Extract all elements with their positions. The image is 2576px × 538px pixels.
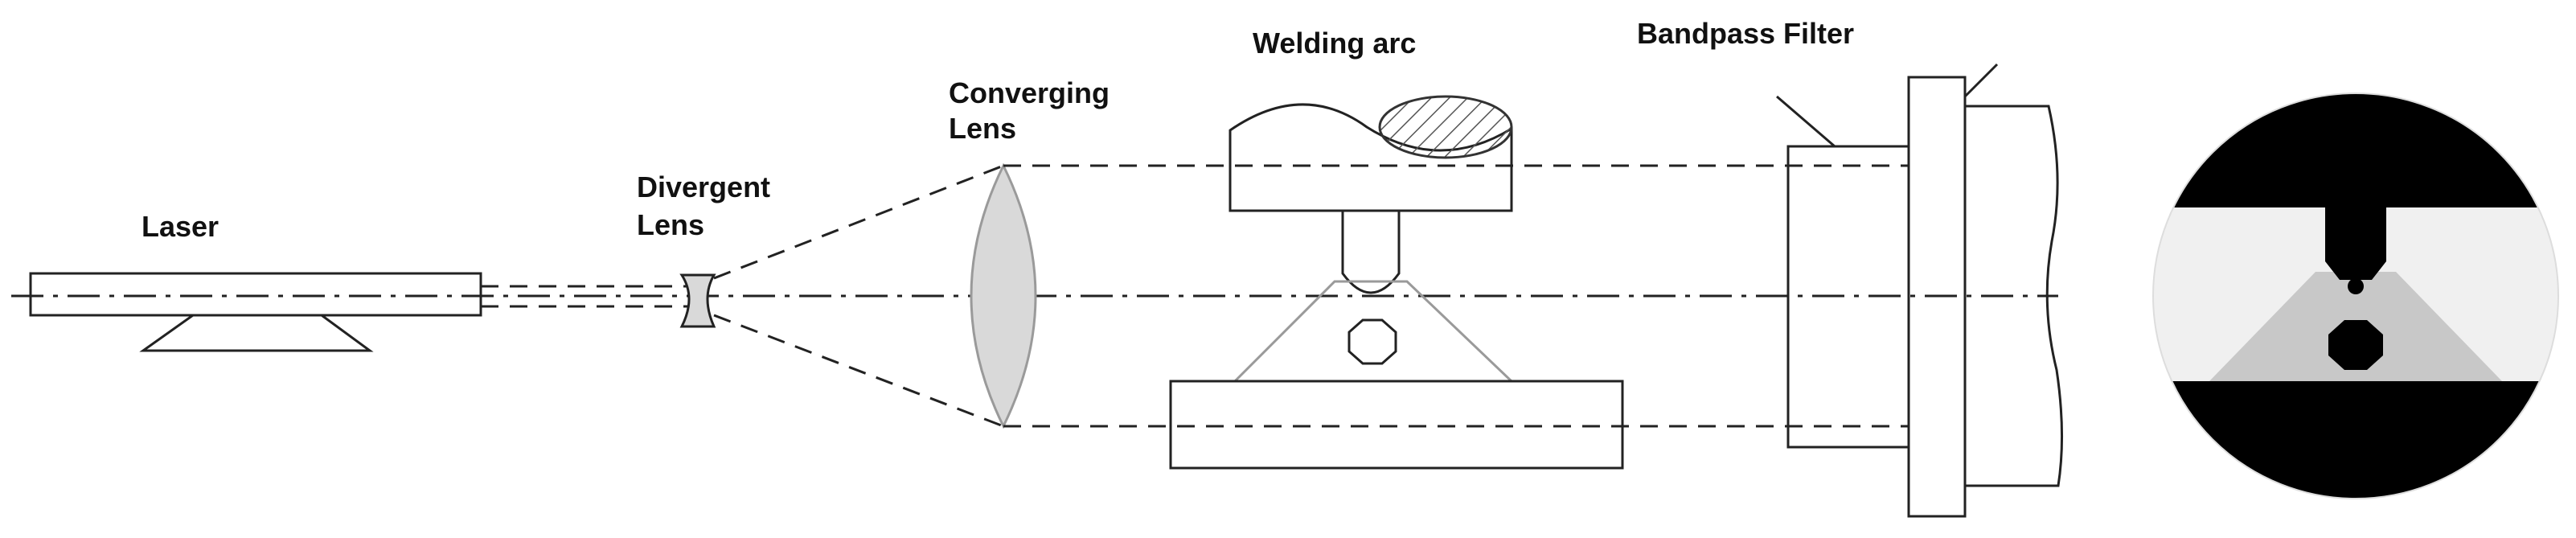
camera-view-tip [2348,278,2364,294]
camera [1907,63,2064,518]
camera-view-torch-head [2153,93,2558,207]
laser-stand [139,314,374,352]
converging-lens [970,162,1037,429]
welding-arc-label: Welding arc [1253,27,1416,60]
molten-pool [1347,318,1397,365]
laser [29,272,482,352]
bandpass-filter-label: Bandpass Filter [1637,17,1854,50]
torch-hatched-section [1378,95,1513,159]
torch-electrode [1341,211,1401,294]
divergent-lens [679,273,716,328]
bandpass-filter-leader [1776,95,1836,148]
diverging-beam-lower [713,314,1004,428]
camera-view-workpiece [2153,381,2558,499]
divergent-lens-label-2: Lens [637,208,704,241]
camera-view-electrode [2325,207,2386,280]
camera-body [1963,105,2064,487]
camera-view-border [2152,92,2559,499]
laser-body [29,272,482,317]
diverging-beam-upper [713,164,1004,280]
laser-label: Laser [142,210,219,243]
camera-leader [1963,63,1999,98]
camera-view [2153,93,2558,499]
welding-torch [1229,95,1513,294]
workpiece [1169,380,1624,470]
divergent-lens-label-1: Divergent [637,170,770,203]
converging-lens-label-1: Converging [949,76,1110,109]
camera-view-molten-pool [2328,320,2383,370]
converging-lens-label-2: Lens [949,112,1016,145]
